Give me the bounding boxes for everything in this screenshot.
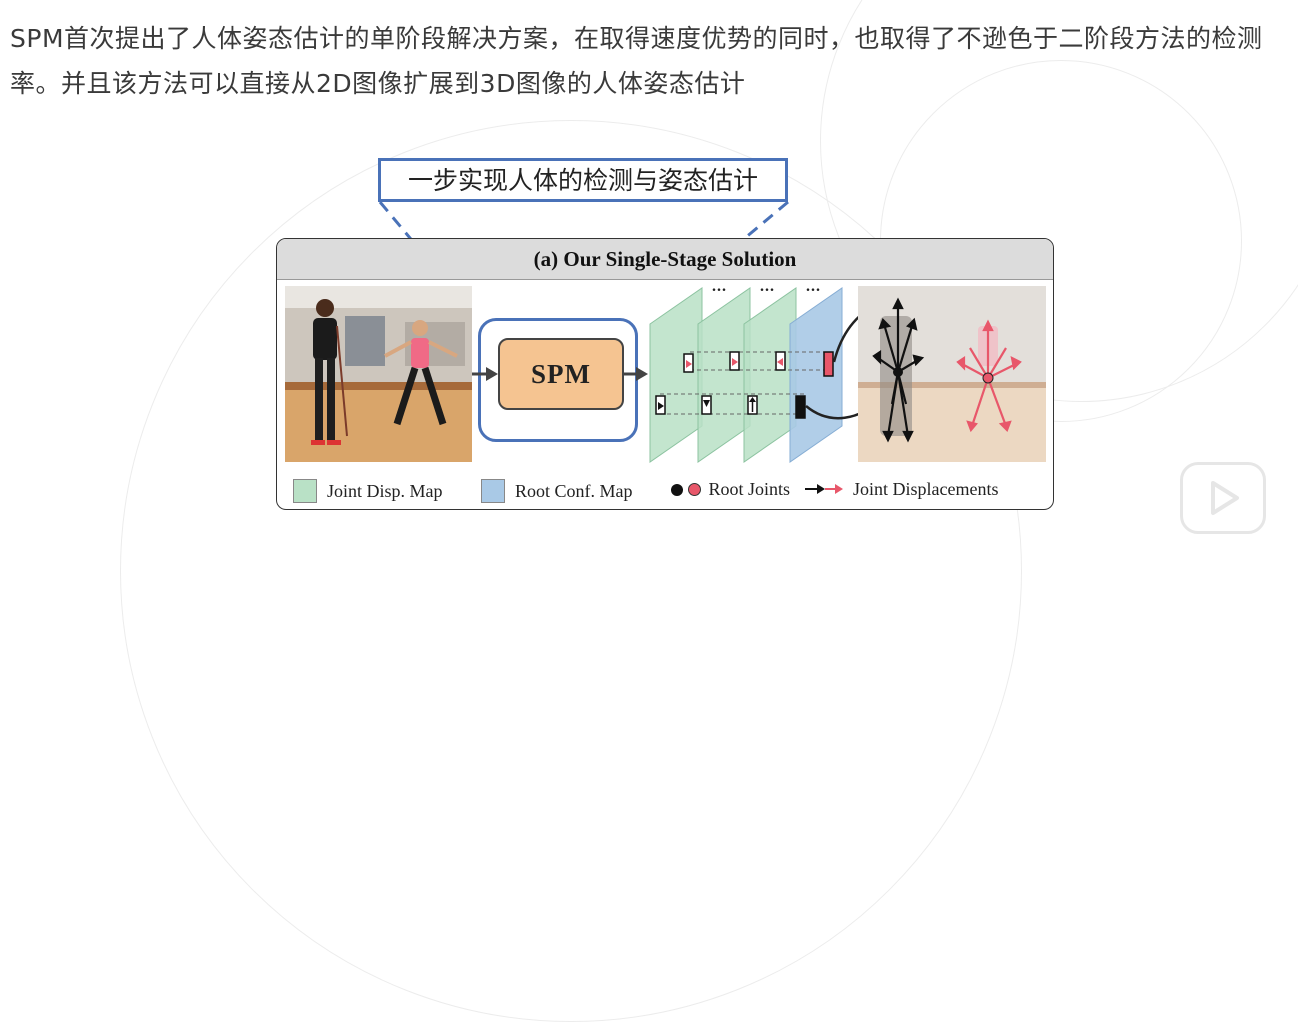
legend-joint-disp: Joint Disp. Map <box>293 479 443 503</box>
arrow-input-to-spm-head <box>486 367 498 381</box>
legend-root-joints-label: Root Joints <box>708 479 791 499</box>
map-ellipsis-3: ... <box>806 278 821 295</box>
legend-joint-displacements-label: Joint Displacements <box>853 479 999 499</box>
intro-paragraph: SPM首次提出了人体姿态估计的单阶段解决方案，在取得速度优势的同时，也取得了不逊… <box>10 24 1263 98</box>
map-ellipsis-1: ... <box>712 278 727 295</box>
arrow-spm-to-maps-head <box>636 367 648 381</box>
root-conf-map <box>789 287 843 463</box>
feature-maps-diagram <box>472 287 996 463</box>
callout-box: 一步实现人体的检测与姿态估计 <box>378 158 788 202</box>
output-scene <box>858 286 1046 462</box>
legend-root-joints: Root Joints <box>671 479 790 500</box>
figure-title: (a) Our Single-Stage Solution <box>533 247 797 271</box>
root-joint-red-dot <box>687 483 701 496</box>
displacement-arrow-icon <box>805 484 843 494</box>
figure-legend: Joint Disp. Map Root Conf. Map Root Join… <box>277 477 1053 507</box>
joint-disp-map-1 <box>649 287 703 463</box>
map-ellipsis-2: ... <box>760 278 775 295</box>
input-image <box>285 286 472 462</box>
play-icon <box>1211 481 1239 515</box>
input-scene <box>285 286 472 462</box>
legend-root-conf-label: Root Conf. Map <box>515 481 633 501</box>
legend-root-conf: Root Conf. Map <box>481 479 633 503</box>
joint-disp-map-2 <box>697 287 751 463</box>
root-cell-red <box>823 351 834 377</box>
output-image <box>858 286 1046 462</box>
play-button[interactable] <box>1180 462 1266 534</box>
spm-module: SPM <box>498 338 624 410</box>
legend-joint-displacements: Joint Displacements <box>805 479 998 500</box>
joint-disp-swatch <box>293 479 317 503</box>
root-joint-black-dot <box>671 484 683 496</box>
figure-header <box>277 239 1053 280</box>
joint-disp-map-3 <box>743 287 797 463</box>
root-cell-black <box>795 395 806 419</box>
legend-joint-disp-label: Joint Disp. Map <box>327 481 443 501</box>
root-conf-swatch <box>481 479 505 503</box>
